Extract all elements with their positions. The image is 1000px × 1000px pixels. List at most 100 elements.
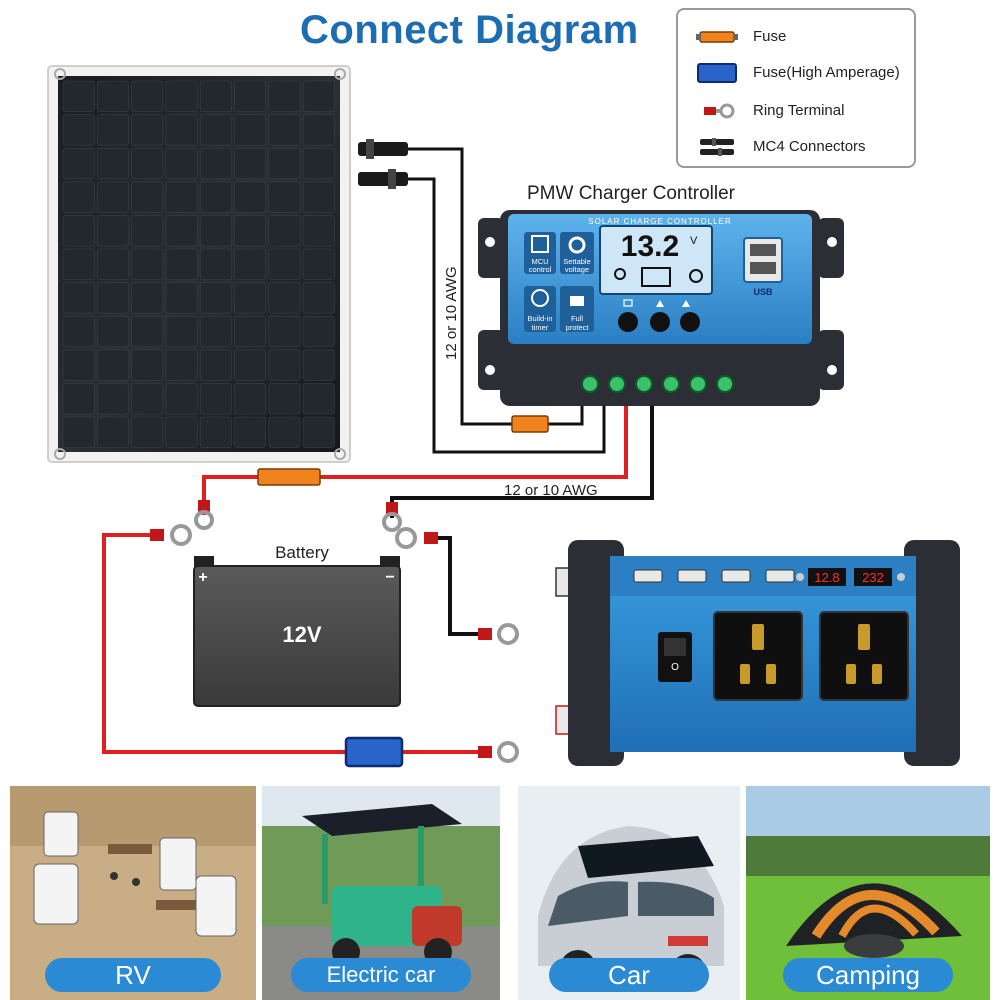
solar-cell <box>302 181 335 213</box>
menu-icon <box>623 299 633 307</box>
solar-cell <box>97 114 129 146</box>
lcd-display <box>599 225 713 295</box>
controller-button-menu[interactable] <box>618 312 638 332</box>
solar-cell <box>302 248 335 280</box>
solar-cell <box>131 181 164 213</box>
solar-cell <box>62 248 95 280</box>
solar-cell <box>62 349 95 381</box>
solar-cell <box>302 147 335 180</box>
solar-cell <box>268 282 301 314</box>
battery-caption: Battery <box>275 543 329 562</box>
controller-header: SOLAR CHARGE CONTROLLER <box>588 217 731 226</box>
legend: Fuse Fuse(High Amperage) Ring Terminal M… <box>676 8 916 168</box>
solar-cell <box>62 383 95 415</box>
sun-icon <box>614 268 626 280</box>
photo-car: Car <box>518 786 740 1000</box>
solar-cell <box>97 383 129 415</box>
solar-cell <box>268 248 301 280</box>
solar-cell <box>234 349 267 381</box>
legend-item-ring-terminal: Ring Terminal <box>678 96 914 126</box>
feature-label: control <box>529 265 552 274</box>
controller-button-light[interactable] <box>680 312 700 332</box>
label-electric-car: Electric car <box>291 958 471 992</box>
solar-cell <box>234 248 267 280</box>
battery-voltage: 12V <box>282 622 321 647</box>
label-car: Car <box>549 958 709 992</box>
solar-cell <box>131 147 164 180</box>
solar-cell <box>62 80 95 112</box>
inverter: 12.8 232 O <box>555 540 960 766</box>
inverter-usb-port[interactable] <box>721 569 751 583</box>
solar-cell <box>165 114 198 146</box>
solar-cell <box>97 147 129 180</box>
solar-cell <box>165 383 198 415</box>
solar-cell <box>62 315 95 348</box>
solar-cell <box>199 416 232 448</box>
inverter-display-right <box>854 568 892 586</box>
solar-cell <box>165 248 198 280</box>
battery: + − 12V <box>193 556 401 707</box>
wire-gauge-horizontal: 12 or 10 AWG <box>504 482 598 499</box>
solar-cell <box>97 315 129 348</box>
solar-cell <box>131 215 164 247</box>
solar-cell <box>62 114 95 146</box>
ac-outlet-1[interactable] <box>713 611 803 701</box>
solar-cell <box>199 349 232 381</box>
solar-cell <box>234 114 267 146</box>
solar-cell <box>302 80 335 112</box>
solar-cell <box>268 315 301 348</box>
clock-icon <box>531 289 549 307</box>
solar-cell <box>131 248 164 280</box>
legend-item-high-amperage-fuse: Fuse(High Amperage) <box>678 58 914 88</box>
solar-cell <box>199 315 232 348</box>
solar-cell <box>165 181 198 213</box>
controller-button-up[interactable] <box>650 312 670 332</box>
solar-cell <box>97 248 129 280</box>
ring-terminals <box>150 500 519 763</box>
solar-cell <box>268 416 301 448</box>
solar-cell <box>234 181 267 213</box>
solar-cell <box>62 147 95 180</box>
battery-fuse <box>257 468 321 486</box>
inverter-usb-port[interactable] <box>633 569 663 583</box>
charge-controller: SOLAR CHARGE CONTROLLER MCU control Sett… <box>478 210 844 406</box>
solar-cell <box>165 315 198 348</box>
inverter-display-left <box>808 568 846 586</box>
svg-text:O: O <box>671 662 679 673</box>
solar-cell <box>302 416 335 448</box>
lcd-voltage: 13.2 <box>621 230 679 263</box>
solar-cell <box>268 181 301 213</box>
solar-cell <box>199 147 232 180</box>
solar-cell <box>165 282 198 314</box>
solar-cell <box>131 349 164 381</box>
solar-cell <box>302 282 335 314</box>
lcd-unit: V <box>690 235 698 247</box>
controller-terminal <box>689 375 707 393</box>
controller-terminal <box>716 375 734 393</box>
controller-terminal <box>581 375 599 393</box>
solar-cell <box>62 416 95 448</box>
solar-cell <box>131 315 164 348</box>
solar-cell <box>62 282 95 314</box>
battery-icon <box>641 267 671 287</box>
ac-outlet-2[interactable] <box>819 611 909 701</box>
photo-camping: Camping <box>746 786 990 1000</box>
usb-label: USB <box>753 287 773 297</box>
solar-cell <box>165 215 198 247</box>
solar-cell <box>234 80 267 112</box>
inverter-usb-port[interactable] <box>765 569 795 583</box>
up-light-icon <box>682 300 690 307</box>
solar-cell <box>199 181 232 213</box>
inverter-wires <box>102 533 488 754</box>
legend-item-fuse: Fuse <box>678 22 914 52</box>
label-rv: RV <box>45 958 221 992</box>
inverter-usb-port[interactable] <box>677 569 707 583</box>
feature-label: Full <box>571 314 583 323</box>
wiring-diagram: 12 or 10 AWG 12 or 10 AWG PMW Charger Co… <box>47 65 960 768</box>
legend-label: MC4 Connectors <box>753 138 866 155</box>
solar-cell <box>131 416 164 448</box>
solar-cell <box>199 80 232 112</box>
high-amperage-fuse-icon <box>697 63 737 83</box>
wire-gauge-vertical: 12 or 10 AWG <box>443 266 460 360</box>
mc4-connectors <box>358 139 408 189</box>
